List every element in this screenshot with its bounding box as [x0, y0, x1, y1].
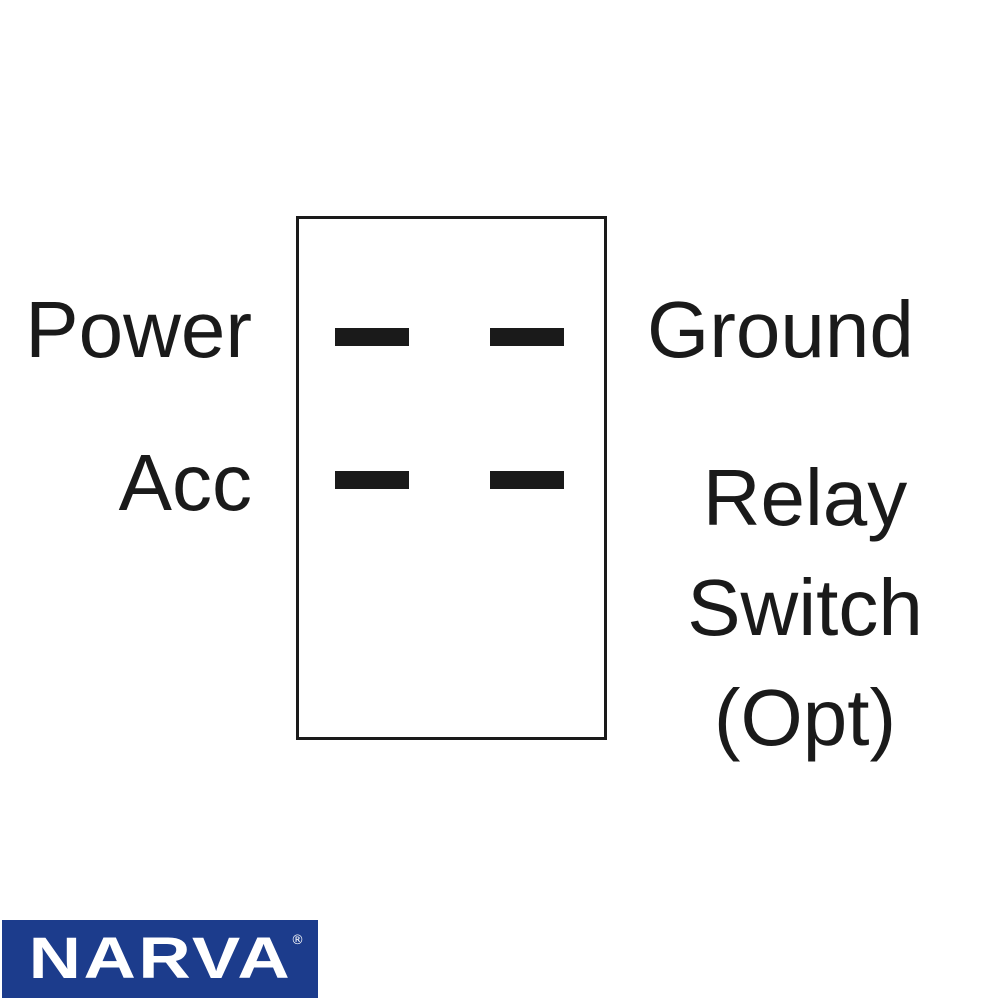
terminal-relay-switch: [490, 471, 564, 489]
label-relay-line-3: (Opt): [713, 673, 897, 762]
narva-logo: NARVA ®: [2, 920, 318, 998]
terminal-ground: [490, 328, 564, 346]
label-relay-line-1: Relay: [702, 453, 908, 542]
label-acc: Acc: [118, 438, 252, 527]
terminal-acc: [335, 471, 409, 489]
label-relay-line-2: Switch: [687, 563, 923, 652]
label-power: Power: [25, 285, 252, 374]
registered-mark-icon: ®: [291, 933, 304, 948]
terminal-power: [335, 328, 409, 346]
logo-brand-text: NARVA: [28, 926, 292, 991]
label-ground: Ground: [647, 285, 914, 374]
label-relay-switch: Relay Switch (Opt): [660, 443, 950, 773]
